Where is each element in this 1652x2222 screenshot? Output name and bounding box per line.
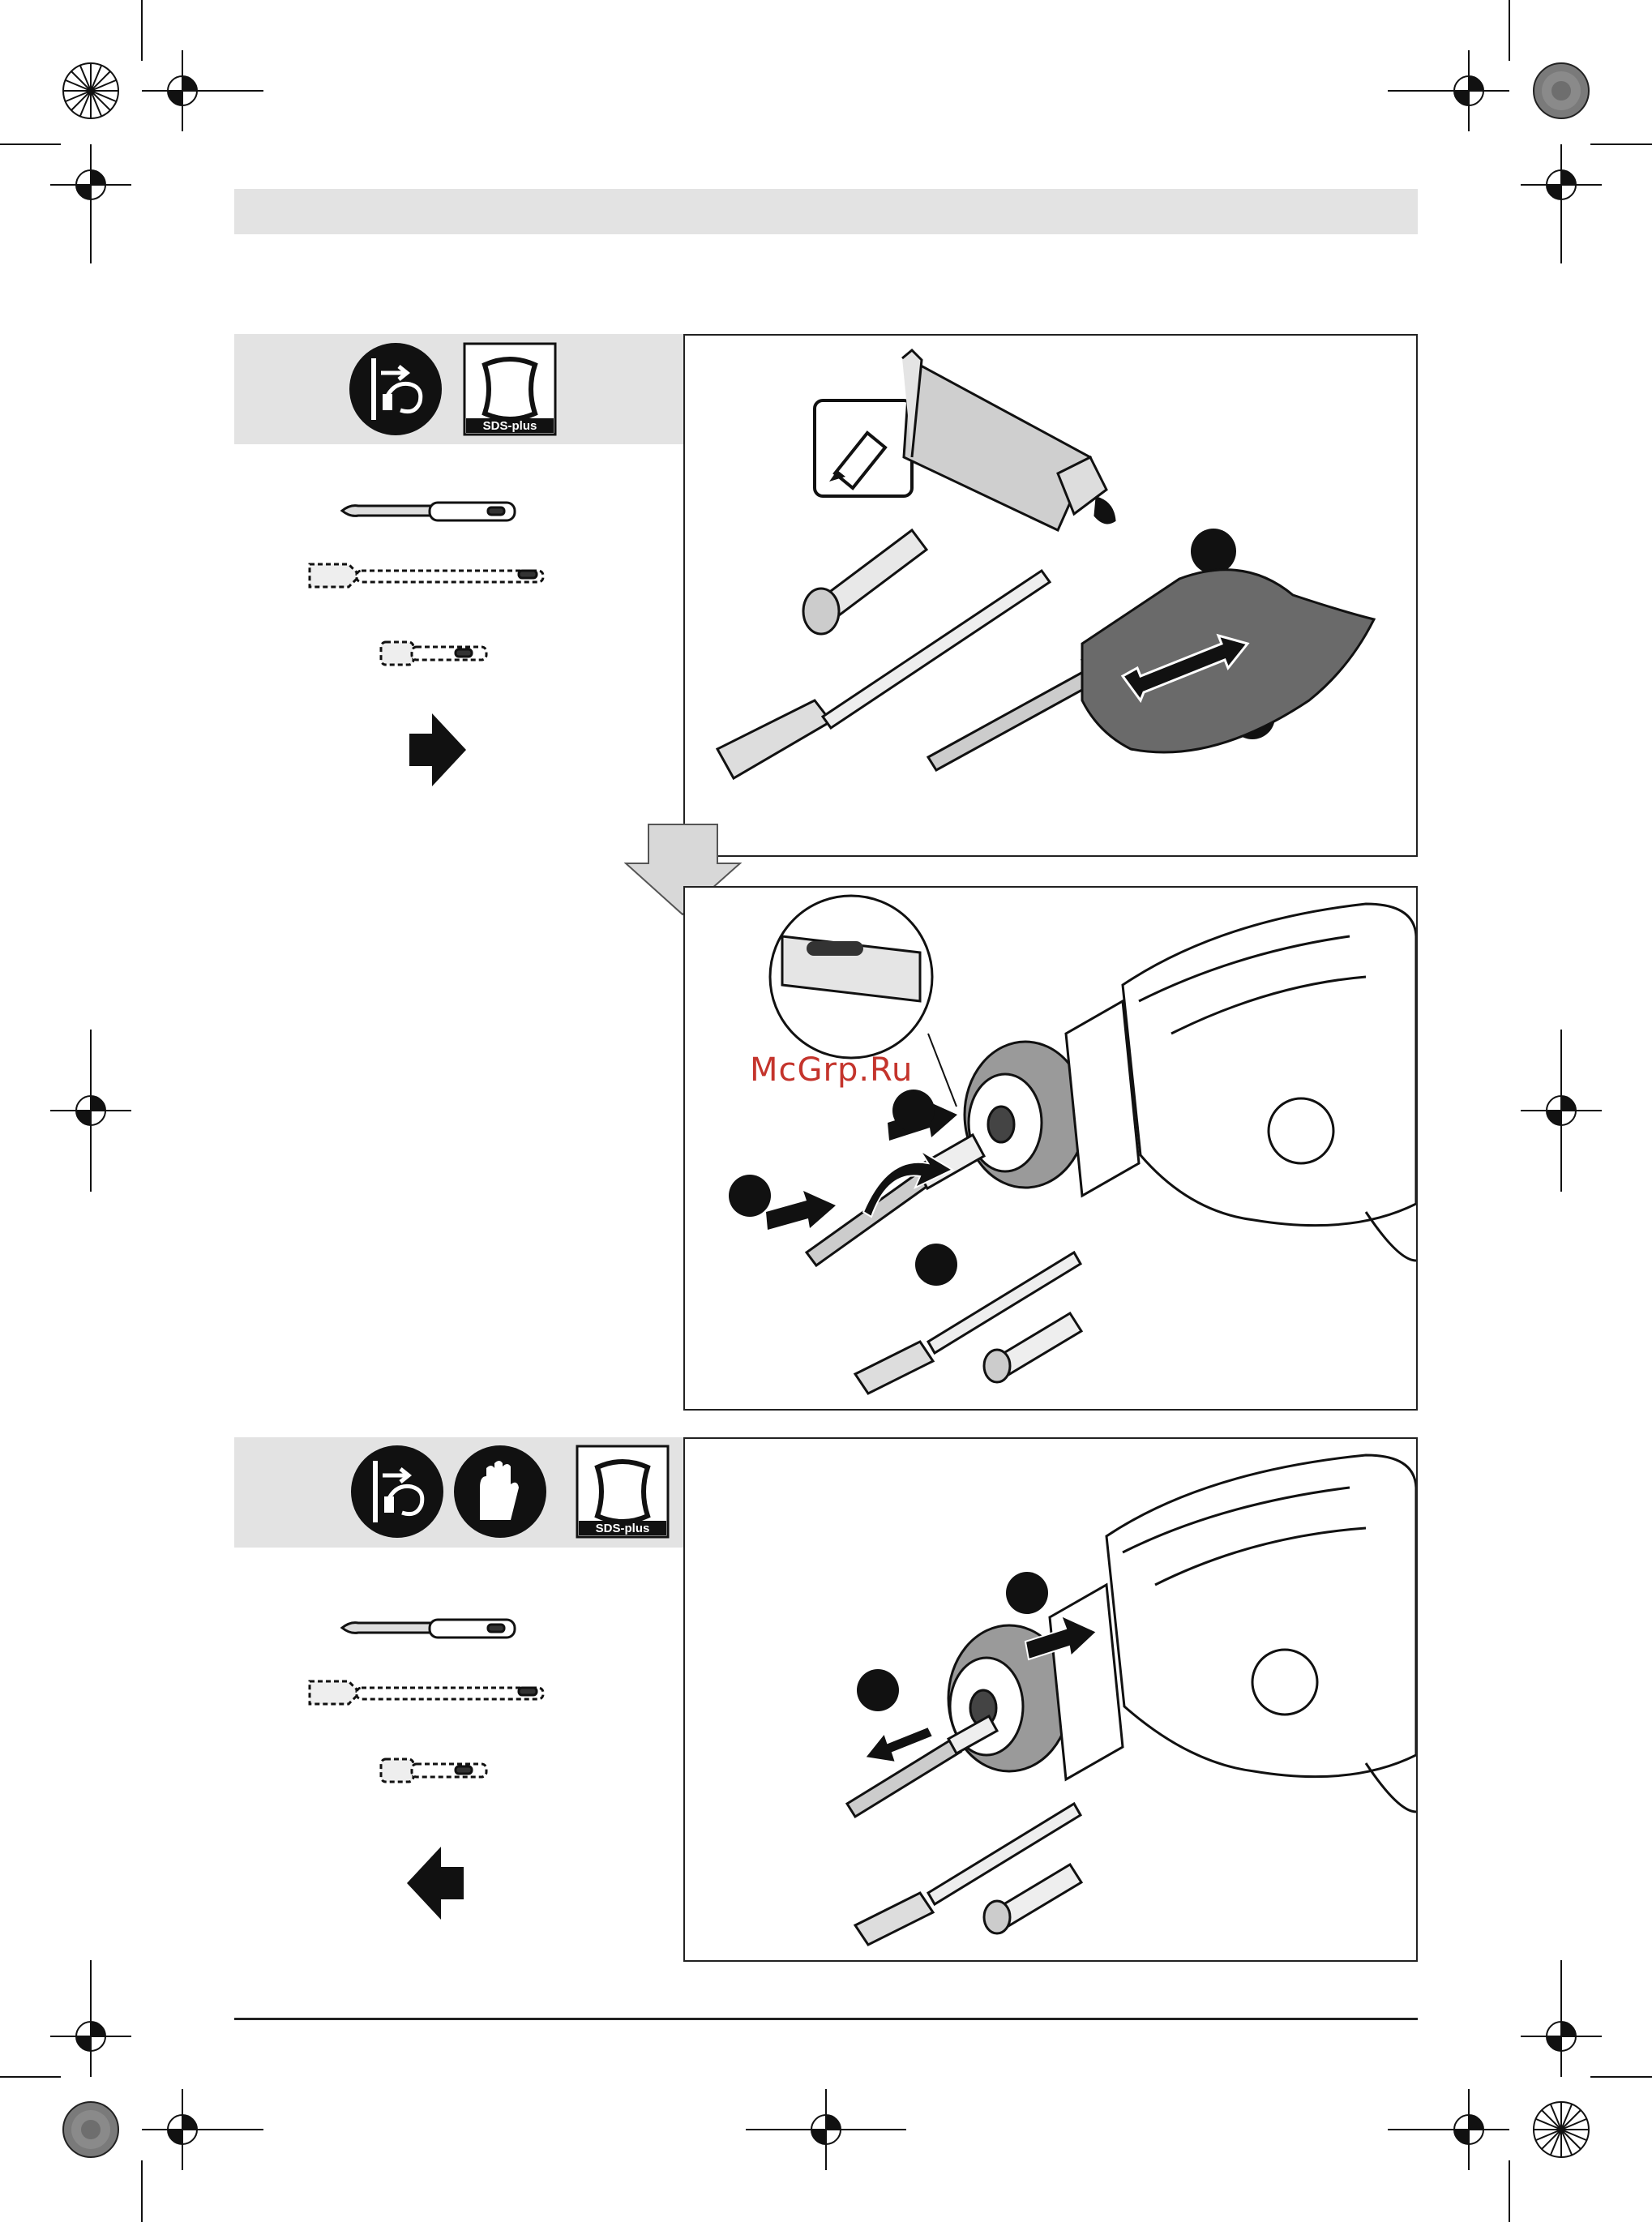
- watermark-text: McGrp.Ru: [750, 1051, 913, 1089]
- step2-illustration-remove: [683, 1437, 1418, 1962]
- chisel-drawing: [717, 571, 1050, 778]
- hammer-drill-body: [1106, 1455, 1416, 1812]
- sds-plus-icon: SDS-plus: [577, 1446, 668, 1537]
- step1-icons: SDS-plus: [349, 340, 567, 439]
- chisel-icon: [310, 1681, 543, 1704]
- tool-holder-chuck: [948, 1585, 1123, 1779]
- sds-plus-label: SDS-plus: [483, 419, 537, 433]
- step1-illustration-lubricate: [683, 334, 1418, 857]
- push-arrow-icon: [766, 1191, 836, 1230]
- core-cutter-drawing: [984, 1865, 1081, 1933]
- callout-5: [915, 1244, 957, 1286]
- chisel-drawing: [855, 1804, 1081, 1945]
- sds-plus-label: SDS-plus: [596, 1522, 650, 1535]
- footer-rule: [234, 2018, 1418, 2020]
- step1-tool-list: [300, 486, 576, 681]
- gloves-icon: [454, 1445, 546, 1538]
- grease-tube-icon: [815, 400, 912, 496]
- arrow-right-icon: [409, 713, 466, 786]
- tool-holder-chuck: [965, 1001, 1139, 1196]
- chisel-icon: [310, 564, 543, 587]
- step2-arrow: [407, 1847, 464, 1920]
- core-cutter-drawing: [803, 530, 927, 634]
- grease-tube: [902, 350, 1115, 530]
- page-header-bar: [234, 189, 1418, 234]
- step2-icons: SDS-plus: [350, 1443, 674, 1542]
- drill-bit-drawing: [807, 1135, 984, 1265]
- step1-arrow: [409, 713, 466, 786]
- core-cutter-icon: [381, 1759, 486, 1782]
- callout-3: [729, 1175, 771, 1217]
- unplug-icon: [351, 1445, 443, 1538]
- drill-bit-icon: [342, 503, 515, 520]
- callout-1: [857, 1669, 899, 1711]
- sds-plus-icon: SDS-plus: [464, 344, 555, 435]
- core-cutter-drawing: [984, 1313, 1081, 1382]
- step1-illustration-insert: [683, 886, 1418, 1411]
- step2-tool-list: [300, 1603, 576, 1798]
- callout-2: [1006, 1572, 1048, 1614]
- arrow-left-icon: [407, 1847, 464, 1920]
- hammer-drill-body: [1123, 904, 1416, 1261]
- chisel-drawing: [855, 1252, 1081, 1394]
- callout-1: [1191, 529, 1236, 574]
- callout-4: [892, 1090, 935, 1132]
- unplug-icon: [349, 343, 442, 435]
- core-cutter-icon: [381, 642, 486, 665]
- drill-bit-icon: [342, 1620, 515, 1638]
